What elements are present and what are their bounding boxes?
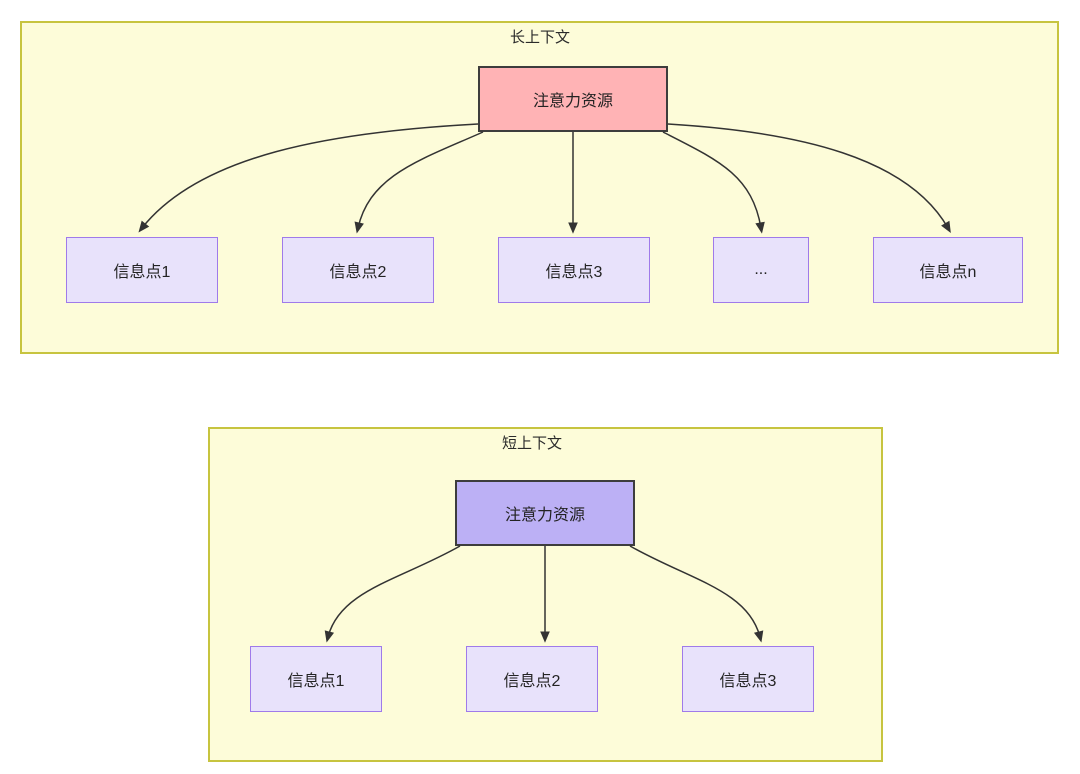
node-info-point-2-long[interactable]: 信息点2 — [282, 237, 434, 303]
node-info-point-3-long[interactable]: 信息点3 — [498, 237, 650, 303]
node-info-point-1-short[interactable]: 信息点1 — [250, 646, 382, 712]
node-info-point-2-short[interactable]: 信息点2 — [466, 646, 598, 712]
node-info-point-1-long[interactable]: 信息点1 — [66, 237, 218, 303]
panel-long-context-title: 长上下文 — [510, 29, 571, 46]
node-info-point-3-short[interactable]: 信息点3 — [682, 646, 814, 712]
node-attention-resource-long[interactable]: 注意力资源 — [478, 66, 668, 132]
panel-short-context-title: 短上下文 — [502, 435, 563, 452]
node-attention-resource-short[interactable]: 注意力资源 — [455, 480, 635, 546]
node-info-point-n-long[interactable]: 信息点n — [873, 237, 1023, 303]
node-info-point-ellipsis-long[interactable]: ... — [713, 237, 809, 303]
